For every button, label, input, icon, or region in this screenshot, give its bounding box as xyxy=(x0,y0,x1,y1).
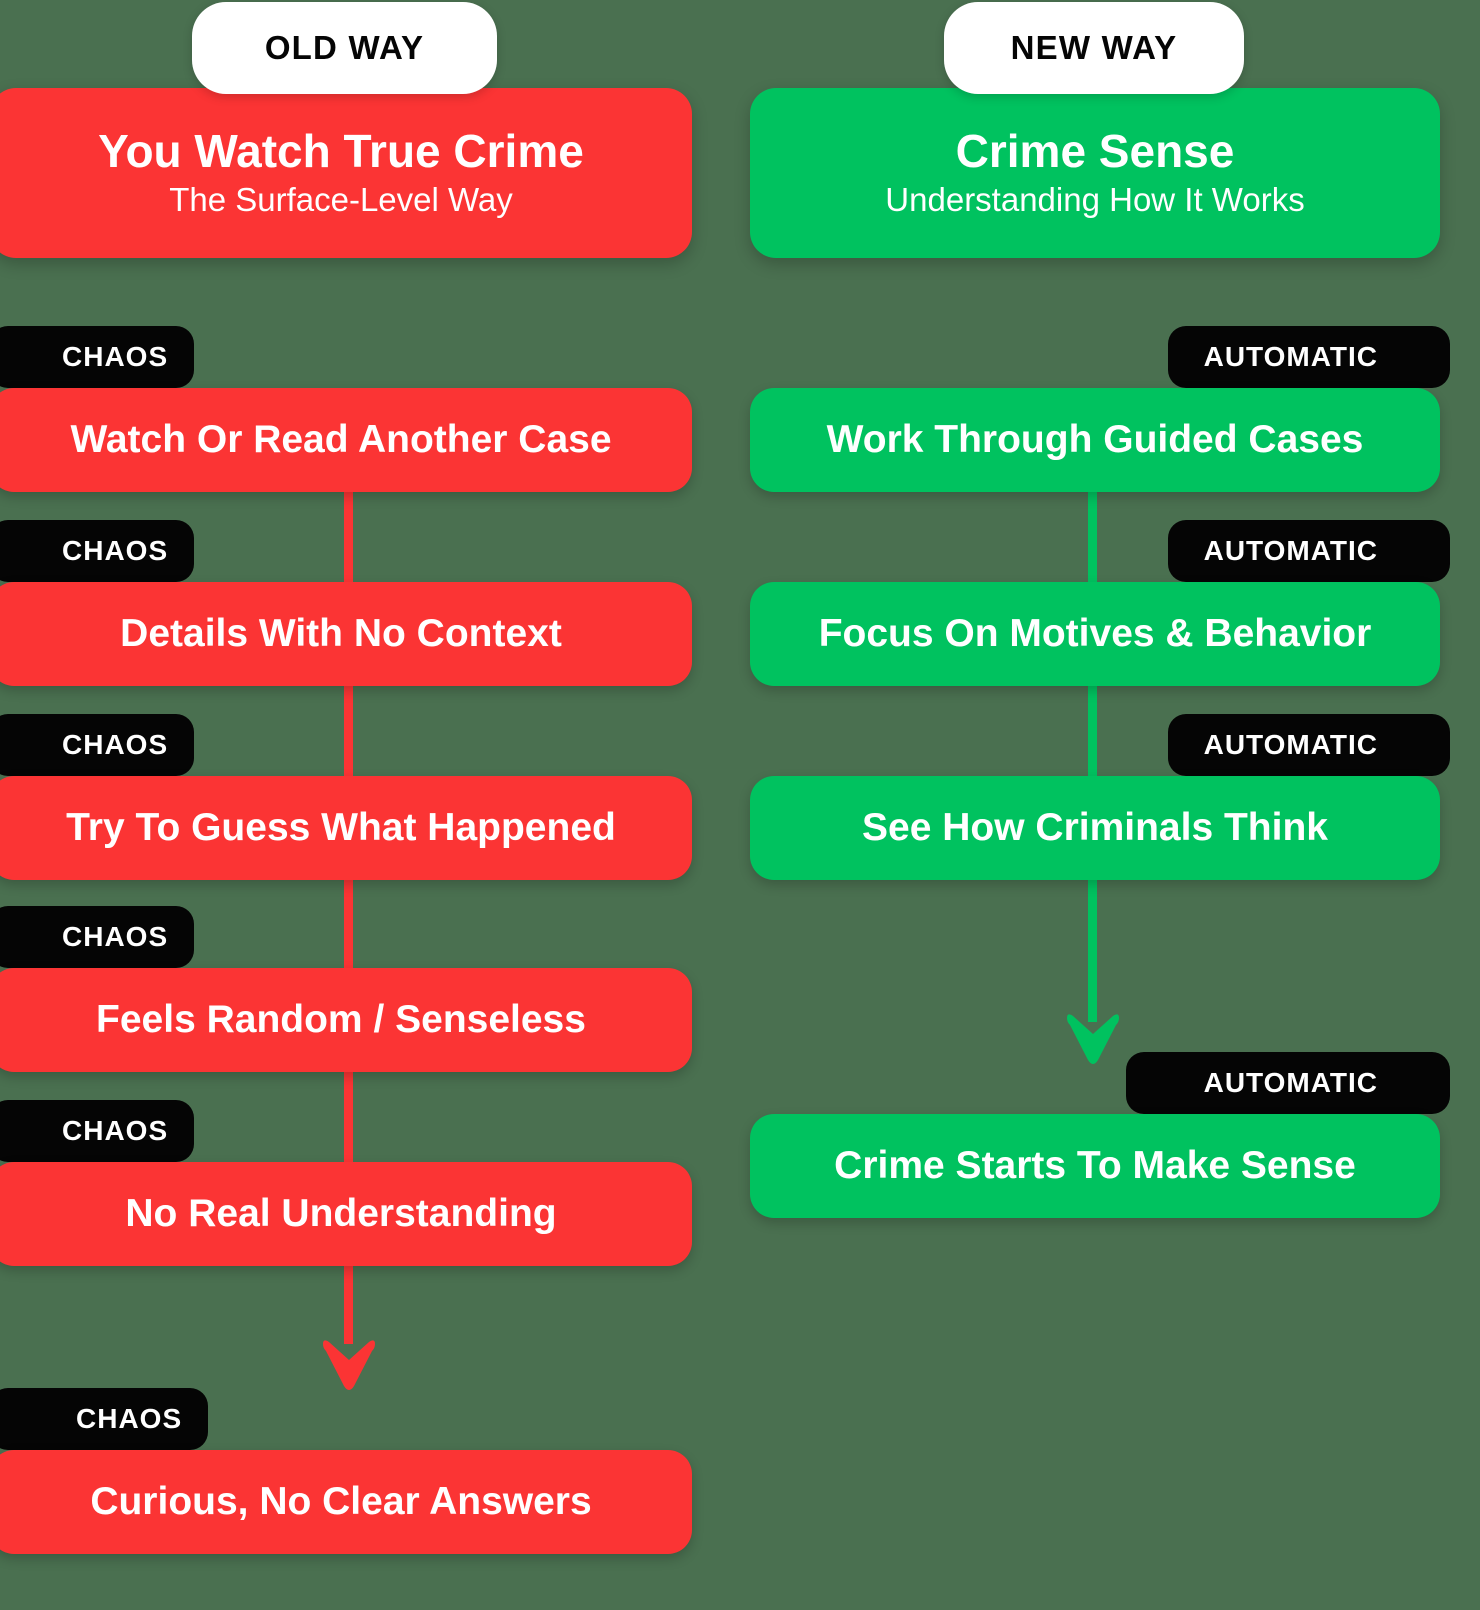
header-title-new: Crime Sense xyxy=(955,124,1235,177)
card-new-3[interactable]: See How Criminals Think xyxy=(750,776,1440,880)
card-new-4-label: Crime Starts To Make Sense xyxy=(834,1144,1356,1187)
header-card-new: Crime Sense Understanding How It Works xyxy=(750,88,1440,258)
badge-old-6: CHAOS xyxy=(0,1388,209,1450)
card-old-6[interactable]: Curious, No Clear Answers xyxy=(0,1450,692,1554)
arrow-head-old xyxy=(318,1336,380,1398)
header-subtitle-new: Understanding How It Works xyxy=(885,181,1305,219)
header-title-old: You Watch True Crime xyxy=(98,124,584,177)
badge-new-4: AUTOMATIC xyxy=(1126,1052,1450,1114)
connector-line-old xyxy=(344,492,353,1344)
card-new-4[interactable]: Crime Starts To Make Sense xyxy=(750,1114,1440,1218)
badge-new-2-label: AUTOMATIC xyxy=(1203,535,1378,566)
card-old-3[interactable]: Try To Guess What Happened xyxy=(0,776,692,880)
pill-new-way: NEW WAY xyxy=(944,2,1244,94)
pill-old-way: OLD WAY xyxy=(192,2,497,94)
card-old-6-label: Curious, No Clear Answers xyxy=(90,1480,592,1523)
card-old-5[interactable]: No Real Understanding xyxy=(0,1162,692,1266)
card-old-3-label: Try To Guess What Happened xyxy=(66,806,616,849)
header-card-old: You Watch True Crime The Surface-Level W… xyxy=(0,88,692,258)
badge-old-4: CHAOS xyxy=(0,906,195,968)
card-new-1[interactable]: Work Through Guided Cases xyxy=(750,388,1440,492)
card-new-2-label: Focus On Motives & Behavior xyxy=(818,612,1372,655)
card-old-2-label: Details With No Context xyxy=(120,612,562,655)
badge-new-1: AUTOMATIC xyxy=(1168,326,1450,388)
card-old-4-label: Feels Random / Senseless xyxy=(96,998,586,1041)
card-new-3-label: See How Criminals Think xyxy=(862,806,1328,849)
badge-new-3: AUTOMATIC xyxy=(1168,714,1450,776)
badge-new-1-label: AUTOMATIC xyxy=(1203,341,1378,372)
pill-new-way-label: NEW WAY xyxy=(1010,29,1178,66)
card-new-2[interactable]: Focus On Motives & Behavior xyxy=(750,582,1440,686)
card-old-5-label: No Real Understanding xyxy=(125,1192,557,1235)
badge-old-5-label: CHAOS xyxy=(62,1115,169,1146)
badge-old-2-label: CHAOS xyxy=(62,535,169,566)
badge-old-3-label: CHAOS xyxy=(62,729,169,760)
badge-old-4-label: CHAOS xyxy=(62,921,169,952)
card-old-4[interactable]: Feels Random / Senseless xyxy=(0,968,692,1072)
badge-new-2: AUTOMATIC xyxy=(1168,520,1450,582)
badge-old-5: CHAOS xyxy=(0,1100,195,1162)
card-old-1-label: Watch Or Read Another Case xyxy=(70,418,612,461)
badge-old-1: CHAOS xyxy=(0,326,195,388)
badge-old-6-label: CHAOS xyxy=(76,1403,183,1434)
card-old-1[interactable]: Watch Or Read Another Case xyxy=(0,388,692,492)
badge-new-3-label: AUTOMATIC xyxy=(1203,729,1378,760)
header-subtitle-old: The Surface-Level Way xyxy=(169,181,513,219)
arrow-head-new xyxy=(1062,1010,1124,1072)
card-new-1-label: Work Through Guided Cases xyxy=(826,418,1364,461)
badge-old-3: CHAOS xyxy=(0,714,195,776)
badge-old-2: CHAOS xyxy=(0,520,195,582)
pill-old-way-label: OLD WAY xyxy=(264,29,425,66)
badge-new-4-label: AUTOMATIC xyxy=(1203,1067,1378,1098)
card-old-2[interactable]: Details With No Context xyxy=(0,582,692,686)
connector-line-new xyxy=(1088,492,1097,1022)
badge-old-1-label: CHAOS xyxy=(62,341,169,372)
